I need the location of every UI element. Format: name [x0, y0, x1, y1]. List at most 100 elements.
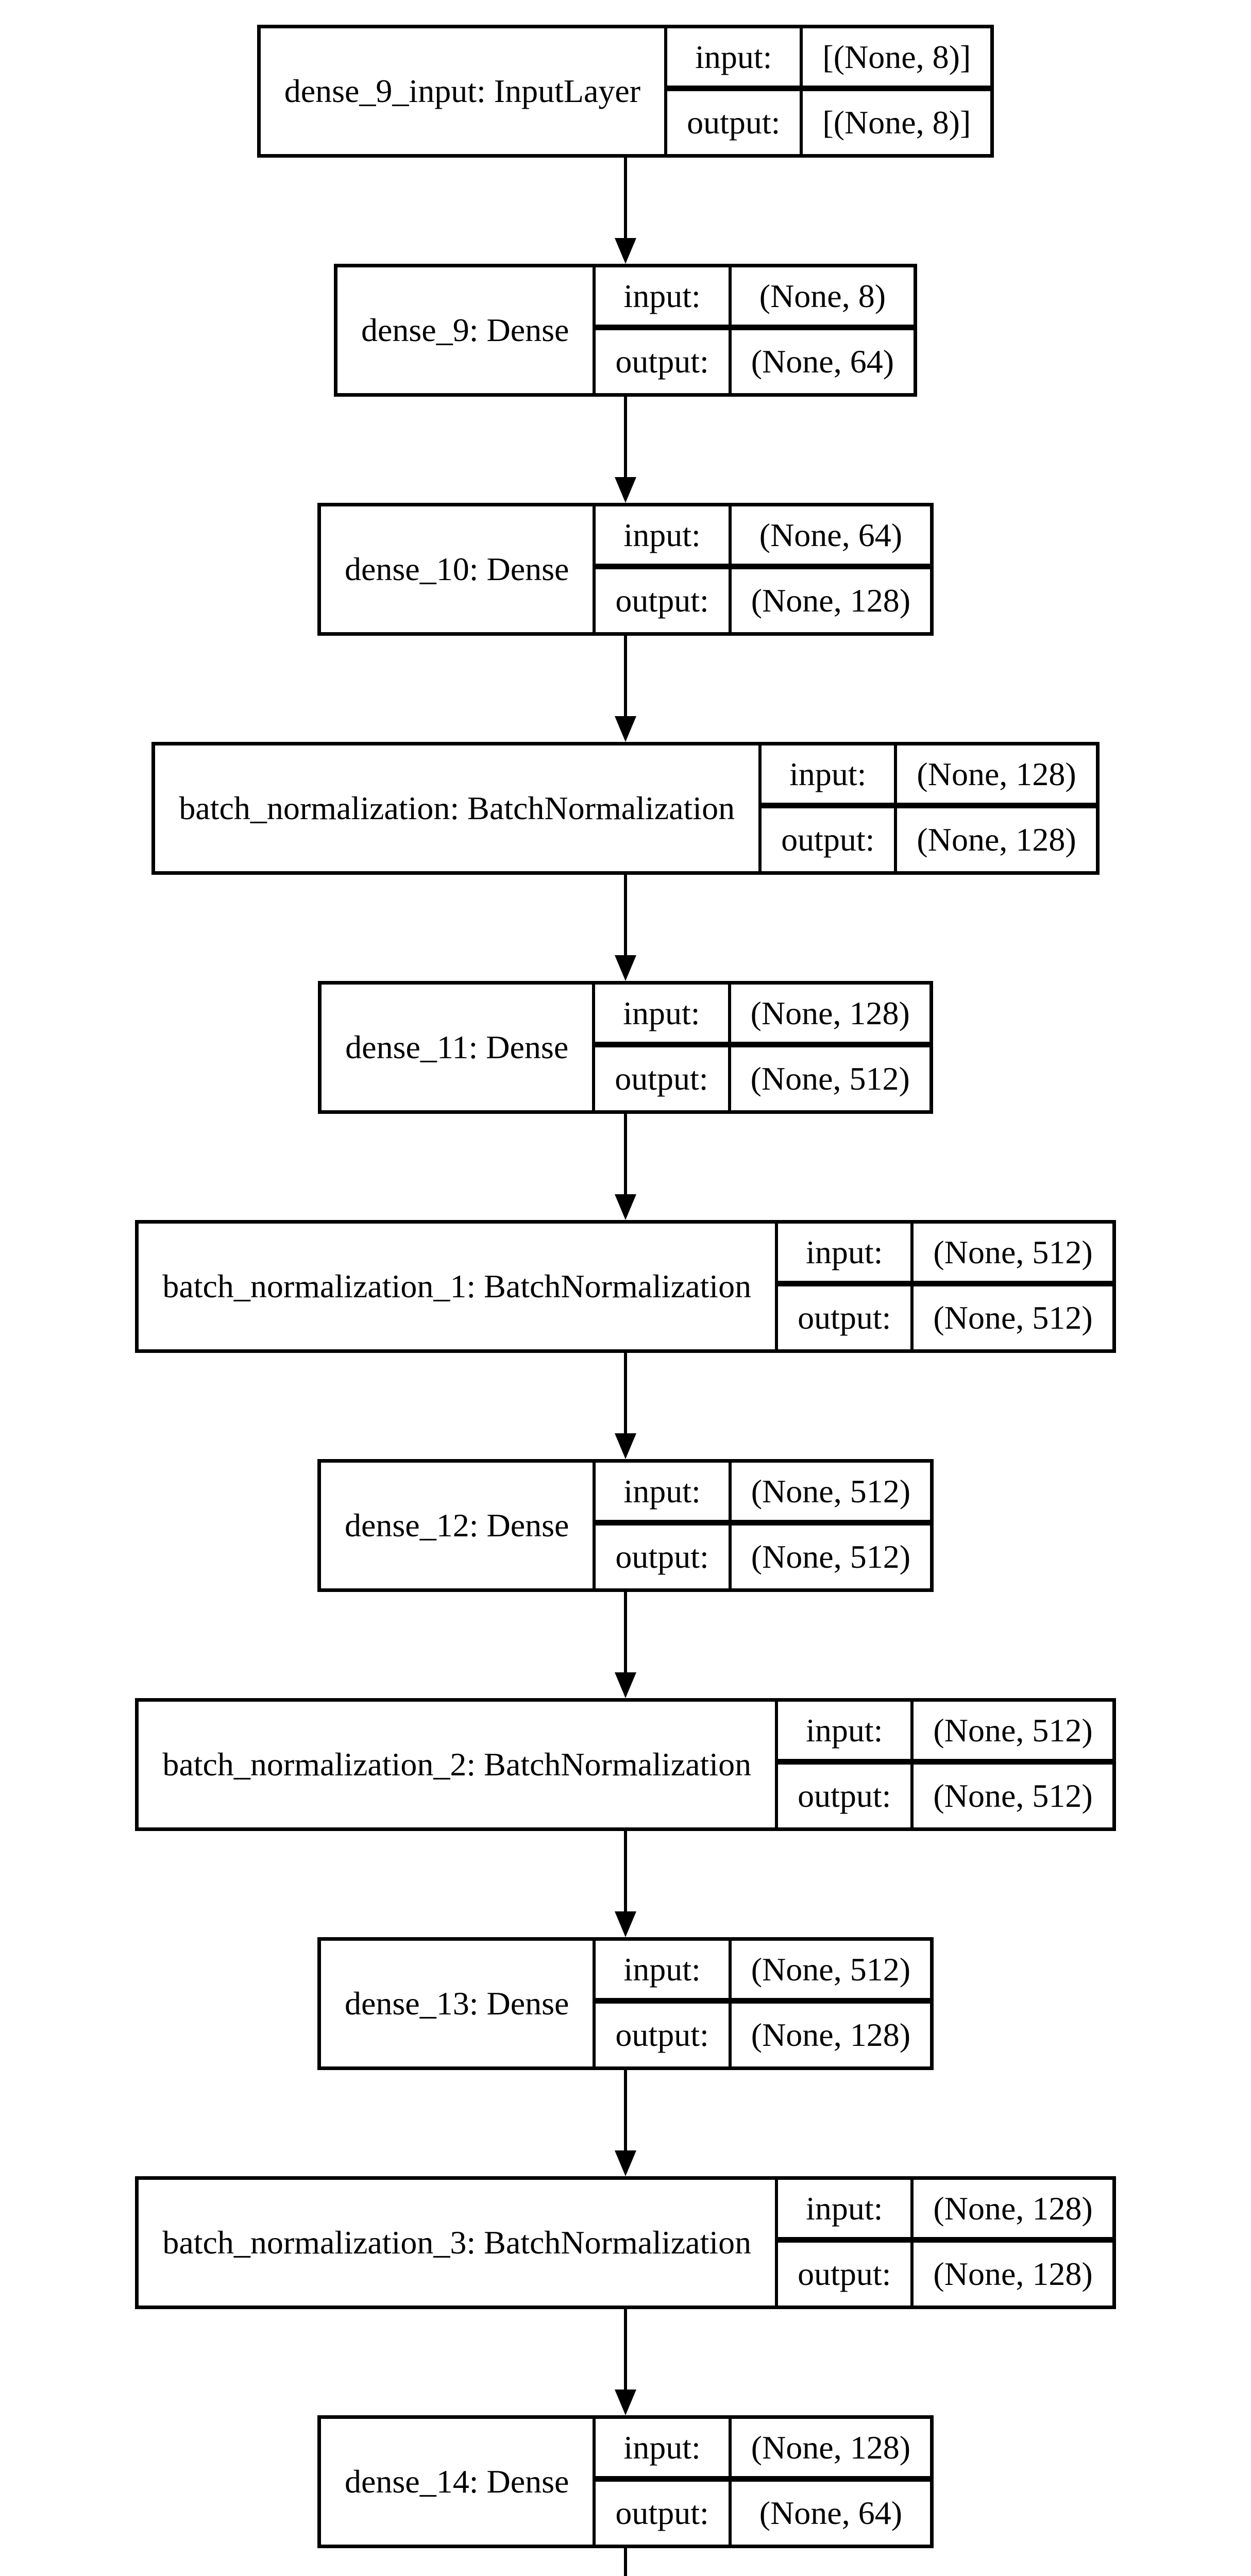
input-shape: (None, 512)	[731, 1463, 931, 1526]
input-shape: [(None, 8)]	[803, 28, 991, 91]
output-shape: [(None, 8)]	[822, 104, 971, 141]
output-shape: (None, 512)	[750, 1060, 910, 1097]
edge-connector	[615, 1831, 636, 1937]
layer-name: dense_9: Dense	[337, 267, 596, 393]
output-shape: (None, 512)	[933, 1777, 1093, 1814]
output-shape: (None, 128)	[751, 2016, 911, 2053]
output-label: output:	[778, 1286, 914, 1349]
edge-connector	[615, 158, 636, 264]
edge-connector	[615, 1592, 636, 1698]
input-shape: (None, 128)	[731, 2419, 931, 2482]
input-shape: (None, 64)	[731, 506, 931, 569]
io-table: input: (None, 512) output: (None, 512)	[778, 1702, 1112, 1827]
input-label: input:	[667, 28, 803, 91]
io-table: input: (None, 512) output: (None, 128)	[596, 1941, 931, 2066]
layer-name: dense_10: Dense	[321, 506, 596, 632]
io-table: input: (None, 128) output: (None, 128)	[778, 2180, 1112, 2306]
input-shape: (None, 128)	[731, 985, 929, 1047]
input-shape: (None, 512)	[914, 1224, 1112, 1286]
edge-line	[624, 1831, 627, 1911]
input-label: input:	[778, 1224, 914, 1286]
output-shape: (None, 128)	[751, 582, 911, 619]
layer-node-dense_10: dense_10: Dense input: (None, 64) output…	[317, 503, 934, 636]
output-shape: (None, 128)	[917, 821, 1076, 858]
layer-node-batch_normalization_1: batch_normalization_1: BatchNormalizatio…	[135, 1220, 1116, 1353]
arrow-down-icon	[615, 2389, 636, 2415]
arrow-down-icon	[615, 716, 636, 742]
input-label: input:	[595, 985, 731, 1047]
edge-connector	[615, 2070, 636, 2176]
output-label: output:	[596, 1526, 732, 1588]
input-label: input:	[778, 2180, 914, 2243]
arrow-down-icon	[615, 1672, 636, 1698]
edge-connector	[615, 397, 636, 503]
output-label: output:	[596, 330, 732, 393]
layer-node-dense_12: dense_12: Dense input: (None, 512) outpu…	[317, 1459, 934, 1592]
output-shape: (None, 64)	[751, 343, 894, 380]
output-label: output:	[596, 2004, 732, 2066]
layer-node-dense_9_input: dense_9_input: InputLayer input: [(None,…	[257, 25, 994, 158]
layer-name: dense_11: Dense	[322, 985, 596, 1110]
output-shape: (None, 512)	[751, 1538, 911, 1575]
output-label: output:	[596, 569, 732, 632]
edge-line	[624, 1353, 627, 1433]
layer-node-batch_normalization_3: batch_normalization_3: BatchNormalizatio…	[135, 2176, 1116, 2309]
input-shape: (None, 128)	[914, 2180, 1112, 2243]
io-table: input: (None, 128) output: (None, 64)	[596, 2419, 931, 2545]
io-table: input: (None, 512) output: (None, 512)	[596, 1463, 931, 1588]
output-label: output:	[595, 1047, 731, 1110]
edge-line	[624, 2309, 627, 2389]
input-label: input:	[778, 1702, 914, 1765]
layer-name: batch_normalization_1: BatchNormalizatio…	[139, 1224, 779, 1349]
io-table: input: (None, 64) output: (None, 128)	[596, 506, 931, 632]
layer-name: batch_normalization_3: BatchNormalizatio…	[139, 2180, 779, 2306]
layer-name: batch_normalization: BatchNormalization	[155, 745, 762, 871]
edge-line	[624, 875, 627, 955]
layer-node-batch_normalization: batch_normalization: BatchNormalization …	[151, 742, 1100, 875]
arrow-down-icon	[615, 1194, 636, 1220]
io-table: input: [(None, 8)] output: [(None, 8)]	[667, 28, 991, 154]
edge-connector	[615, 1353, 636, 1459]
arrow-down-icon	[615, 1911, 636, 1937]
edge-connector	[615, 636, 636, 742]
input-label: input:	[762, 745, 898, 808]
io-table: input: (None, 128) output: (None, 512)	[595, 985, 929, 1110]
output-label: output:	[762, 808, 898, 871]
layer-name: batch_normalization_2: BatchNormalizatio…	[139, 1702, 779, 1827]
output-shape: (None, 512)	[933, 1299, 1093, 1336]
input-shape: (None, 512)	[914, 1702, 1112, 1765]
output-shape: (None, 128)	[933, 2256, 1093, 2292]
input-label: input:	[596, 506, 732, 569]
edge-line	[624, 1114, 627, 1194]
edge-line	[624, 158, 627, 238]
layer-node-dense_13: dense_13: Dense input: (None, 512) outpu…	[317, 1937, 934, 2070]
layer-name: dense_9_input: InputLayer	[261, 28, 668, 154]
io-table: input: (None, 512) output: (None, 512)	[778, 1224, 1112, 1349]
arrow-down-icon	[615, 1433, 636, 1459]
output-label: output:	[778, 1765, 914, 1827]
input-shape: (None, 512)	[731, 1941, 931, 2004]
io-table: input: (None, 8) output: (None, 64)	[596, 267, 914, 393]
layer-node-dense_14: dense_14: Dense input: (None, 128) outpu…	[317, 2415, 934, 2548]
layer-name: dense_14: Dense	[321, 2419, 596, 2545]
output-shape: (None, 64)	[759, 2495, 903, 2531]
io-table: input: (None, 128) output: (None, 128)	[762, 745, 1096, 871]
output-label: output:	[667, 91, 803, 154]
arrow-down-icon	[615, 955, 636, 981]
input-label: input:	[596, 1941, 732, 2004]
edge-line	[624, 1592, 627, 1672]
layer-node-dense_9: dense_9: Dense input: (None, 8) output: …	[333, 264, 918, 397]
edge-line	[624, 2070, 627, 2150]
output-label: output:	[596, 2482, 732, 2545]
arrow-down-icon	[615, 2150, 636, 2176]
layer-name: dense_13: Dense	[321, 1941, 596, 2066]
edge-connector	[615, 2309, 636, 2415]
input-shape: (None, 8)	[731, 267, 914, 330]
output-label: output:	[778, 2243, 914, 2306]
edge-connector	[615, 2548, 636, 2576]
edge-connector	[615, 1114, 636, 1220]
input-label: input:	[596, 1463, 732, 1526]
layer-node-batch_normalization_2: batch_normalization_2: BatchNormalizatio…	[135, 1698, 1116, 1831]
edge-line	[624, 397, 627, 477]
edge-connector	[615, 875, 636, 981]
